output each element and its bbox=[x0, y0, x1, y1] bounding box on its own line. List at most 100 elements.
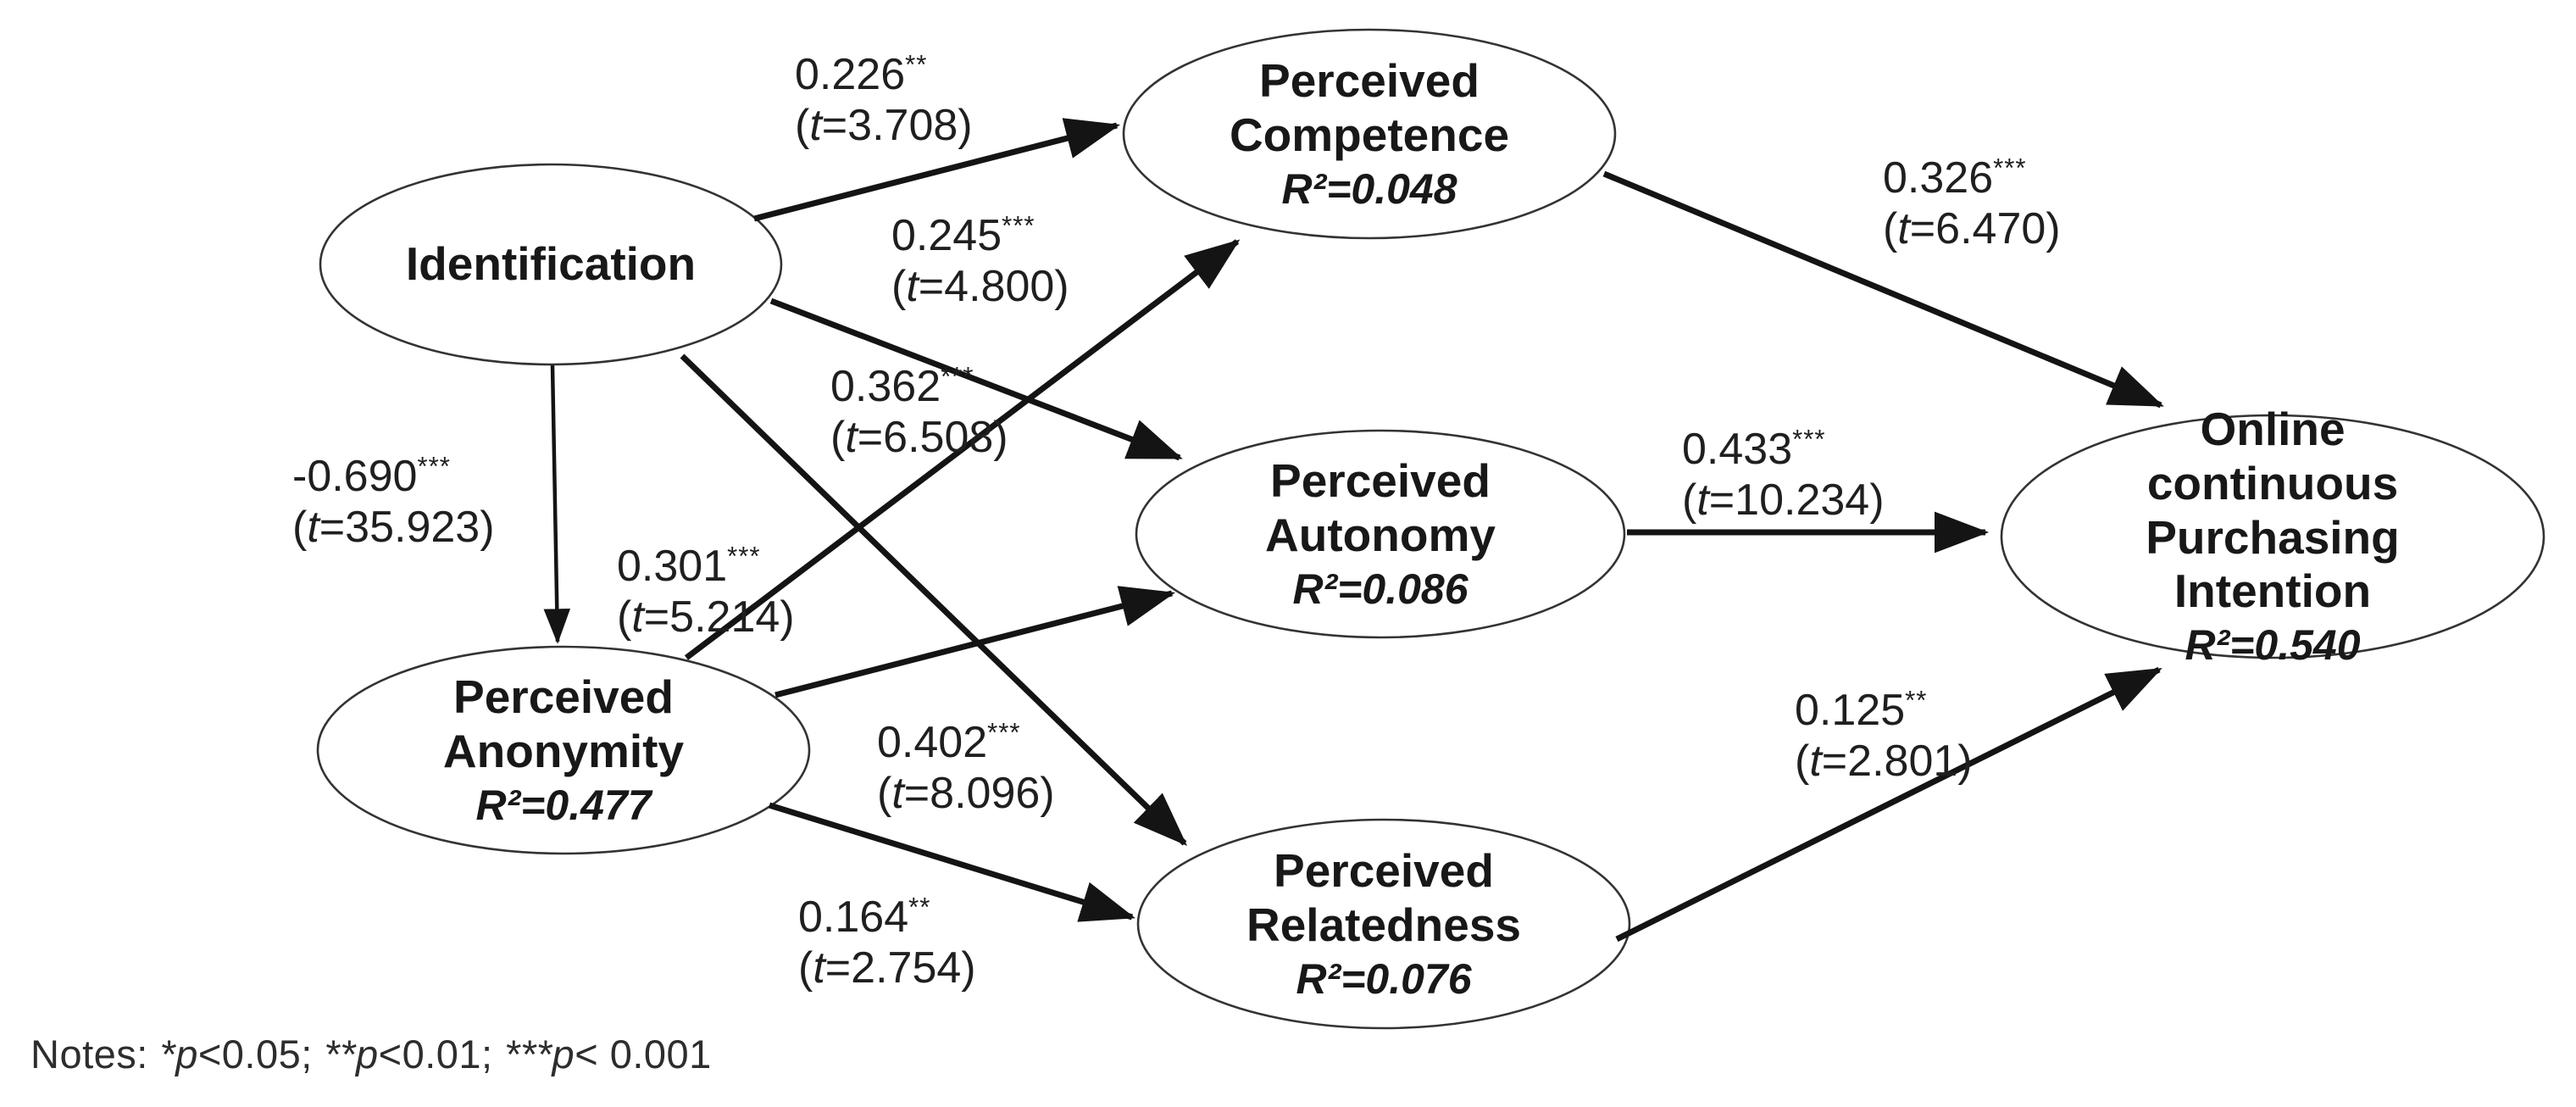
node-anonymity-name: Perceived Anonymity bbox=[442, 670, 685, 777]
node-identification-label: Identification bbox=[406, 237, 696, 292]
equals-sign: = bbox=[1909, 204, 1936, 254]
significance-stars: ** bbox=[1905, 685, 1928, 715]
node-identification-name: Identification bbox=[405, 237, 697, 291]
node-intention-ellipse bbox=[2000, 414, 2545, 659]
edge-anonymity-competence-label: 0.301***(t=5.214) bbox=[617, 541, 795, 643]
significance-stars: *** bbox=[727, 541, 761, 571]
edge-id-relatedness-label: 0.362***(t=6.508) bbox=[830, 361, 1008, 464]
t-value: 5.214 bbox=[669, 592, 780, 643]
coefficient-value: 0.125 bbox=[1795, 686, 1906, 735]
t-open-paren: ( bbox=[795, 101, 810, 151]
t-value-row: (t=2.801) bbox=[1795, 736, 1973, 787]
coefficient-row: 0.245*** bbox=[891, 210, 1069, 261]
t-value-row: (t=6.470) bbox=[1883, 203, 2061, 254]
t-symbol: t bbox=[845, 413, 858, 463]
notes-part: *p bbox=[159, 1032, 198, 1076]
t-value: 3.708 bbox=[847, 101, 958, 151]
coefficient-value: -0.690 bbox=[292, 452, 418, 501]
t-close-paren: ) bbox=[480, 503, 495, 553]
equals-sign: = bbox=[903, 769, 930, 819]
edge-id-competence-arrow bbox=[753, 118, 1121, 222]
coefficient-value: 0.301 bbox=[617, 542, 728, 591]
equals-sign: = bbox=[643, 592, 670, 643]
t-value-row: (t=6.508) bbox=[830, 412, 1008, 463]
t-symbol: t bbox=[813, 943, 825, 993]
notes-part: <0.05; bbox=[197, 1032, 325, 1076]
equals-sign: = bbox=[1708, 476, 1735, 526]
node-competence-name: Perceived Competence bbox=[1229, 53, 1510, 161]
edge-relatedness-intention-label: 0.125**(t=2.801) bbox=[1795, 685, 1973, 787]
t-value: 4.800 bbox=[944, 262, 1055, 312]
notes-part: < 0.001 bbox=[575, 1032, 712, 1076]
t-symbol: t bbox=[307, 503, 319, 553]
t-open-paren: ( bbox=[877, 769, 892, 819]
equals-sign: = bbox=[1821, 737, 1848, 787]
t-value-row: (t=2.754) bbox=[798, 943, 976, 993]
edge-competence-intention-label: 0.326***(t=6.470) bbox=[1883, 153, 2061, 255]
significance-stars: ** bbox=[908, 892, 931, 922]
node-competence-ellipse bbox=[1122, 28, 1617, 240]
edge-id-autonomy-arrow bbox=[769, 298, 1183, 461]
t-close-paren: ) bbox=[1957, 737, 1973, 787]
t-value-row: (t=8.096) bbox=[877, 768, 1055, 819]
t-open-paren: ( bbox=[798, 943, 813, 993]
edge-anonymity-relatedness-arrow bbox=[768, 802, 1136, 922]
t-symbol: t bbox=[906, 262, 919, 312]
node-intention-r2: R²=0.540 bbox=[2185, 621, 2361, 670]
t-value: 10.234 bbox=[1735, 476, 1870, 526]
t-open-paren: ( bbox=[617, 592, 632, 643]
node-relatedness-r2: R²=0.076 bbox=[1296, 954, 1472, 1003]
notes-line: Notes: *p<0.05; **p<0.01; ***p< 0.001 bbox=[31, 1031, 712, 1077]
coefficient-value: 0.402 bbox=[877, 718, 988, 767]
significance-stars: *** bbox=[417, 451, 451, 481]
equals-sign: = bbox=[918, 262, 945, 312]
coefficient-value: 0.326 bbox=[1883, 153, 1994, 203]
edge-id-competence-label: 0.226**(t=3.708) bbox=[795, 49, 973, 152]
significance-stars: *** bbox=[1002, 210, 1035, 241]
t-value-row: (t=5.214) bbox=[617, 592, 795, 643]
t-value: 6.508 bbox=[883, 413, 994, 463]
t-open-paren: ( bbox=[292, 503, 308, 553]
coefficient-row: 0.226** bbox=[795, 49, 973, 100]
edge-anonymity-autonomy-label: 0.402***(t=8.096) bbox=[877, 717, 1055, 820]
t-open-paren: ( bbox=[1883, 204, 1898, 254]
notes-part: ***p bbox=[504, 1032, 575, 1076]
t-value-row: (t=3.708) bbox=[795, 100, 973, 151]
t-symbol: t bbox=[631, 592, 644, 643]
edge-autonomy-intention-label: 0.433***(t=10.234) bbox=[1682, 424, 1885, 526]
significance-stars: *** bbox=[941, 361, 974, 392]
t-value: 6.470 bbox=[1935, 204, 2046, 254]
edge-anonymity-competence-arrow bbox=[684, 239, 1241, 660]
edge-id-relatedness-arrow bbox=[680, 353, 1188, 846]
notes-part: Notes: bbox=[31, 1032, 160, 1076]
coefficient-row: 0.301*** bbox=[617, 541, 795, 592]
coefficient-row: 0.402*** bbox=[877, 717, 1055, 768]
edge-relatedness-intention-arrow bbox=[1615, 666, 2162, 943]
t-symbol: t bbox=[891, 769, 904, 819]
t-symbol: t bbox=[1809, 737, 1822, 787]
coefficient-value: 0.433 bbox=[1682, 425, 1793, 474]
t-open-paren: ( bbox=[1682, 476, 1697, 526]
coefficient-row: 0.125** bbox=[1795, 685, 1973, 736]
coefficient-value: 0.164 bbox=[798, 893, 909, 942]
t-close-paren: ) bbox=[961, 943, 976, 993]
t-value: 2.801 bbox=[1847, 737, 1958, 787]
significance-stars: *** bbox=[987, 717, 1021, 748]
coefficient-value: 0.226 bbox=[795, 50, 906, 99]
node-competence-r2: R²=0.048 bbox=[1281, 164, 1457, 213]
equals-sign: = bbox=[857, 413, 884, 463]
coefficient-row: 0.164** bbox=[798, 892, 976, 943]
t-close-paren: ) bbox=[1869, 476, 1885, 526]
t-close-paren: ) bbox=[2046, 204, 2061, 254]
node-identification-ellipse bbox=[319, 163, 783, 366]
notes-part: **p bbox=[324, 1032, 379, 1076]
edge-id-anonymity-arrow bbox=[543, 364, 571, 644]
node-relatedness-ellipse bbox=[1136, 818, 1631, 1030]
edge-id-anonymity-label: -0.690***(t=35.923) bbox=[292, 451, 495, 554]
